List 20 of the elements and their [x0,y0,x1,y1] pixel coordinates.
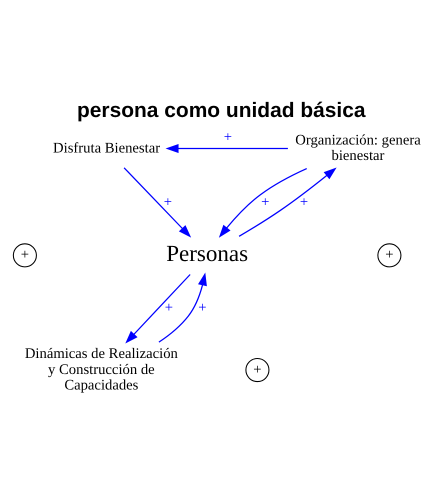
edge-label: + [198,300,206,316]
arrow [158,272,206,342]
edge-label: + [164,300,173,316]
arrow [218,167,306,238]
node-text: Personas [166,240,248,266]
node-text: Organización: genera bienestar [294,132,420,164]
arrow [123,166,191,238]
edge-label: + [299,194,308,210]
label: + [20,246,29,263]
arrow [238,166,336,236]
diagram-title: persona como unidad básica [76,98,366,122]
node-text: Dinámicas de Realización y Construcción de Capacidades [24,346,178,394]
node-text: Disfruta Bienestar [52,140,160,156]
arrow [124,274,190,344]
label: + [252,361,262,378]
label: + [384,246,394,263]
edge-label: + [223,128,232,145]
arrow [165,143,288,153]
edge-label: + [260,194,269,210]
edge-label: + [163,194,172,210]
